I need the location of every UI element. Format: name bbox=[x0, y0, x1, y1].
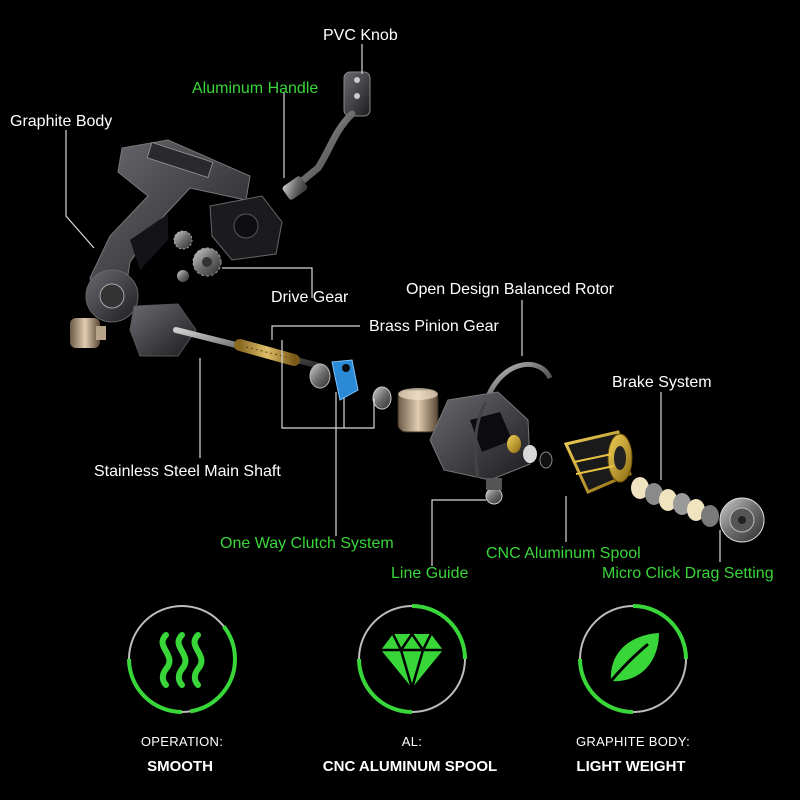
label-line-guide: Line Guide bbox=[391, 565, 469, 582]
label-cnc-aluminum-spool: CNC Aluminum Spool bbox=[486, 545, 641, 562]
label-brass-pinion-gear: Brass Pinion Gear bbox=[369, 318, 499, 335]
feature-value-cnc-spool: CNC ALUMINUM SPOOL bbox=[322, 758, 498, 775]
label-open-design-rotor: Open Design Balanced Rotor bbox=[406, 281, 615, 298]
feature-value-smooth: SMOOTH bbox=[147, 758, 213, 775]
aluminum-handle-part bbox=[282, 110, 356, 200]
brake-system-part bbox=[631, 477, 719, 527]
pvc-knob-part bbox=[343, 71, 371, 117]
label-graphite-body: Graphite Body bbox=[10, 113, 113, 130]
feature-cnc-spool-badge bbox=[327, 604, 497, 714]
drive-gear-part bbox=[173, 230, 222, 282]
feature-smooth-badge bbox=[97, 604, 267, 714]
feature-caption-al: AL: bbox=[401, 734, 423, 749]
brass-pinion-gear-part bbox=[234, 339, 300, 366]
label-micro-click-drag: Micro Click Drag Setting bbox=[602, 565, 774, 582]
reel-exploded-illustration bbox=[65, 44, 765, 566]
diamond-icon bbox=[381, 631, 443, 689]
leaf-icon bbox=[609, 633, 659, 683]
label-one-way-clutch: One Way Clutch System bbox=[220, 535, 394, 552]
heat-waves-icon bbox=[159, 632, 205, 688]
label-stainless-main-shaft: Stainless Steel Main Shaft bbox=[94, 463, 281, 480]
rotor-part bbox=[429, 361, 553, 481]
feature-light-weight-badge bbox=[548, 604, 718, 714]
label-brake-system: Brake System bbox=[612, 374, 712, 391]
cnc-aluminum-spool-part bbox=[563, 430, 633, 494]
label-aluminum-handle: Aluminum Handle bbox=[192, 80, 319, 97]
one-way-clutch-part bbox=[309, 359, 392, 410]
feature-caption-graphite-body: GRAPHITE BODY: bbox=[575, 734, 690, 749]
line-guide-part bbox=[485, 478, 503, 505]
feature-caption-operation: OPERATION: bbox=[140, 734, 224, 749]
label-drive-gear: Drive Gear bbox=[271, 289, 349, 306]
feature-value-light-weight: LIGHT WEIGHT bbox=[576, 758, 686, 775]
label-pvc-knob: PVC Knob bbox=[323, 27, 398, 44]
graphite-body-part bbox=[85, 139, 251, 323]
leader-lines bbox=[65, 44, 721, 566]
drag-knob-part bbox=[719, 497, 765, 543]
